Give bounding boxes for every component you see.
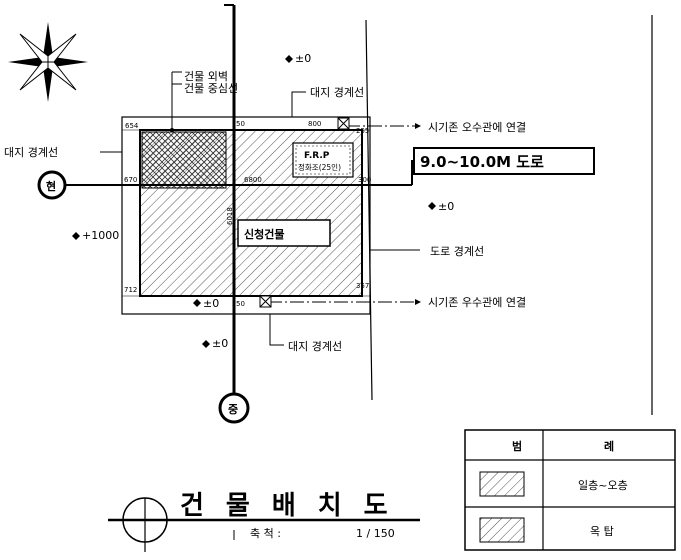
dim-top-mid: 50	[236, 120, 245, 128]
level-marker-icon	[428, 202, 436, 210]
dim-bottom-left: 712	[124, 286, 137, 294]
lot-boundary	[121, 116, 371, 315]
lot-boundary-left-label: 대지 경계선	[4, 146, 58, 159]
bottom-circle-label: 중	[228, 403, 238, 416]
drawing-title: 건물배치도	[180, 491, 410, 521]
title-block	[108, 497, 420, 552]
dim-bottom-right: 357	[356, 282, 369, 290]
level-bottom-inner: ±0	[203, 297, 219, 310]
left-circle-marker	[37, 170, 67, 200]
legend-table	[464, 429, 676, 551]
left-circle-label: 현	[46, 179, 56, 193]
scale-value: 1 / 150	[356, 527, 395, 540]
level-marker-icon	[193, 299, 201, 307]
level-marker-icon	[202, 340, 210, 348]
septic-subtitle: 정화조(25인)	[298, 162, 341, 172]
scale-label: 축 척 :	[250, 527, 281, 540]
level-top-center: ±0	[295, 52, 311, 65]
level-marker-icon	[72, 232, 80, 240]
manhole-icon	[259, 295, 272, 308]
road-width-box	[413, 147, 595, 175]
dim-vertical: 6018	[226, 207, 234, 225]
rooftop-area	[141, 131, 227, 189]
road-boundary-label: 도로 경계선	[430, 245, 484, 258]
road-edge-line	[365, 19, 373, 401]
building-name-label: 신청건물	[244, 227, 284, 241]
sewer-connect-top-label: 시기존 오수관에 연결	[428, 121, 526, 134]
level-right: ±0	[438, 200, 454, 213]
legend-header-b: 례	[604, 439, 614, 453]
dim-top-right-a: 800	[308, 120, 321, 128]
legend-row2-label: 옥 탑	[590, 525, 614, 538]
level-left: +1000	[82, 229, 119, 242]
building-name-box	[237, 219, 331, 247]
legend-row1-label: 일층~오층	[578, 478, 628, 492]
septic-title: F.R.P	[304, 151, 330, 161]
sewer-connect-bottom-label: 시기존 우수관에 연결	[428, 296, 526, 309]
level-bottom-outer: ±0	[212, 337, 228, 350]
road-width-label: 9.0~10.0M 도로	[420, 153, 544, 171]
dim-right-mid: 300	[358, 176, 371, 184]
north-arrow-icon	[8, 22, 88, 102]
level-marker-icon	[285, 55, 293, 63]
manhole-icon	[337, 117, 350, 130]
dim-left-mid: 670	[124, 176, 137, 184]
bottom-circle-marker	[218, 392, 250, 424]
septic-tank	[292, 142, 354, 178]
lot-boundary-bottom-label: 대지 경계선	[288, 340, 342, 353]
bldg-center-line-label: 건물 중심선	[184, 82, 238, 95]
dim-bottom-mid: 50	[236, 300, 245, 308]
legend-header-a: 범	[512, 439, 522, 453]
lot-boundary-top-label: 대지 경계선	[310, 86, 364, 99]
bldg-outer-wall-label: 건물 외벽	[184, 70, 228, 83]
dim-top-right-b: 255	[356, 127, 369, 135]
dim-width: 6800	[244, 176, 262, 184]
dim-top-left: 654	[125, 122, 139, 130]
